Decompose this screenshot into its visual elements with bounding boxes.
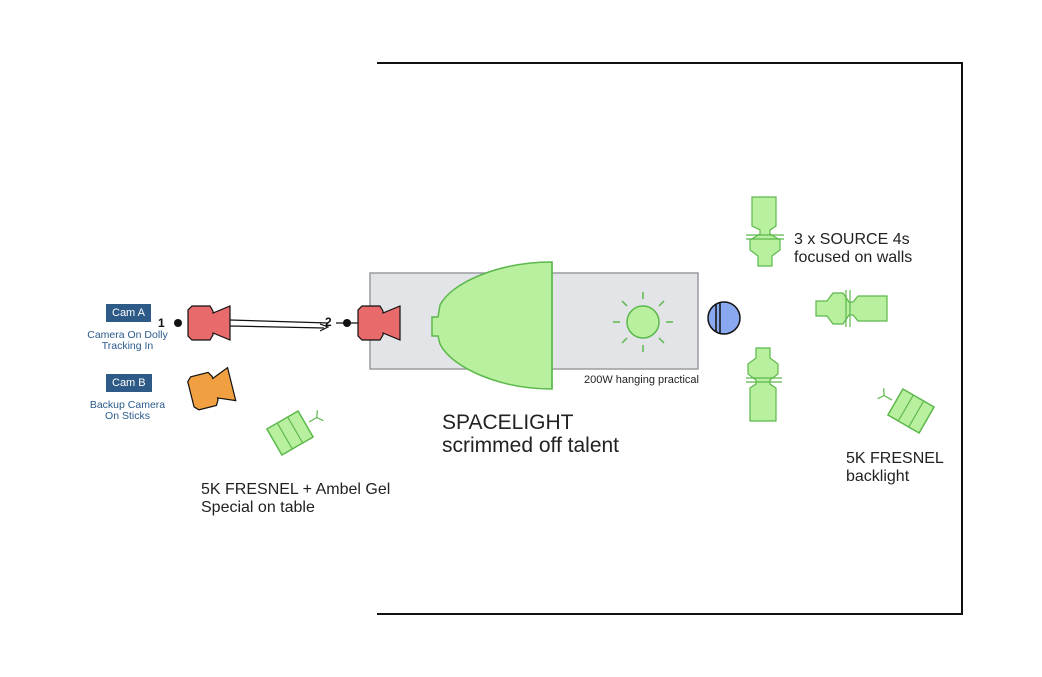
talent-icon xyxy=(707,301,741,335)
dolly-mark-1: 1 xyxy=(158,316,165,330)
cam-b-desc-line2: On Sticks xyxy=(105,410,150,422)
fresnel-backlight-label-line2: backlight xyxy=(846,468,910,485)
source4-label: 3 x SOURCE 4s focused on walls xyxy=(794,231,912,267)
source4-top-icon xyxy=(746,196,784,267)
fresnel-special-icon xyxy=(265,409,324,457)
room-walls xyxy=(377,62,963,615)
practical-label: 200W hanging practical xyxy=(584,374,699,386)
dolly-mark-2: 2 xyxy=(325,315,332,329)
dolly-track xyxy=(229,319,330,332)
fresnel-special-label: 5K FRESNEL + Ambel Gel Special on table xyxy=(201,481,390,517)
source4-label-line2: focused on walls xyxy=(794,249,913,266)
cam-b-icon xyxy=(187,366,237,411)
spacelight-icon xyxy=(431,261,553,390)
dolly-mark-1-dot xyxy=(174,319,182,327)
spacelight-label-line2: scrimmed off talent xyxy=(442,434,620,457)
source4-bottom-icon xyxy=(746,347,782,422)
fresnel-backlight-label: 5K FRESNEL backlight xyxy=(846,450,944,486)
cam-a-desc-line1: Camera On Dolly xyxy=(87,329,168,341)
fresnel-backlight-icon xyxy=(877,387,936,435)
fresnel-special-label-line1: 5K FRESNEL + Ambel Gel xyxy=(201,481,391,498)
cam-a-tag: Cam A xyxy=(106,304,152,322)
fresnel-backlight-label-line1: 5K FRESNEL xyxy=(846,450,944,467)
cam-a-desc-line2: Tracking In xyxy=(101,340,154,352)
source4-label-line1: 3 x SOURCE 4s xyxy=(794,231,910,248)
cam-b-tag: Cam B xyxy=(106,374,152,392)
cam-a-end-icon xyxy=(357,305,401,341)
cam-b-desc-line1: Backup Camera xyxy=(89,399,166,411)
cam-a-start-icon xyxy=(187,305,231,341)
fresnel-special-label-line2: Special on table xyxy=(201,499,315,516)
practical-bulb-icon xyxy=(613,292,673,352)
cam-a-desc: Camera On Dolly Tracking In xyxy=(70,330,185,352)
cam-b-desc: Backup Camera On Sticks xyxy=(70,400,185,422)
spacelight-label-line1: SPACELIGHT xyxy=(442,411,574,434)
spacelight-label: SPACELIGHT scrimmed off talent xyxy=(442,411,619,457)
source4-right-icon xyxy=(815,290,888,327)
